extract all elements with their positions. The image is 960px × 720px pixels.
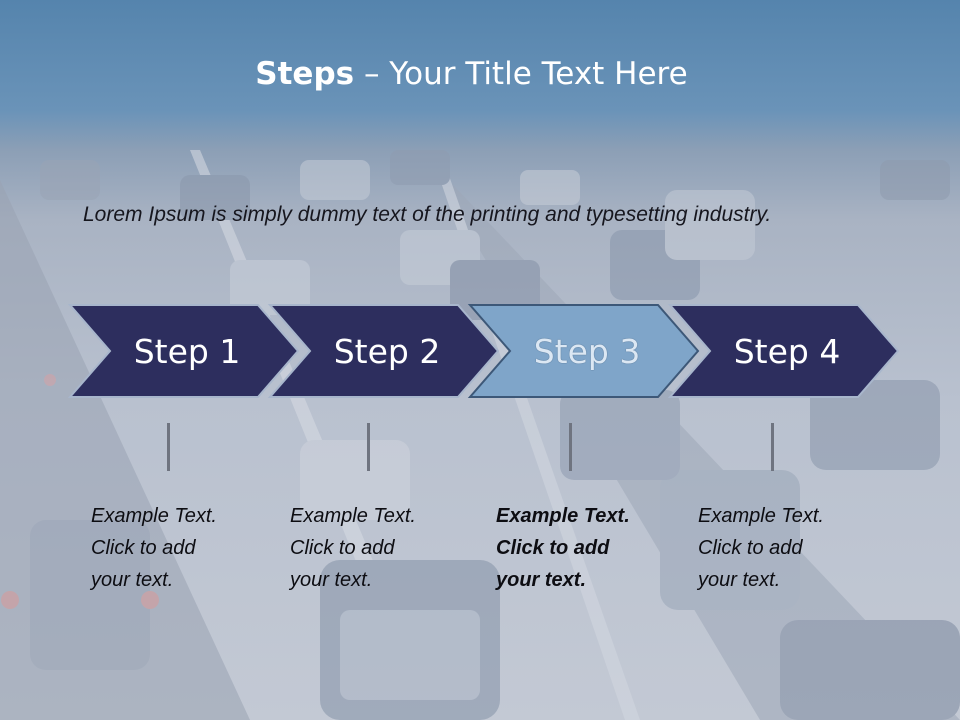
- step-4-description[interactable]: Example Text. Click to add your text.: [698, 500, 868, 596]
- step-2-line-1: Example Text.: [290, 505, 416, 527]
- step-3-line-2: Click to add: [496, 537, 610, 559]
- step-1-line-3: your text.: [91, 569, 174, 591]
- step-3-line-3: your text.: [496, 569, 587, 591]
- step-2-description[interactable]: Example Text. Click to add your text.: [290, 500, 460, 596]
- step-1-description[interactable]: Example Text. Click to add your text.: [91, 500, 261, 596]
- step-1-connector: [167, 423, 170, 471]
- step-3-line-1: Example Text.: [496, 505, 630, 527]
- slide-title-bold: Steps: [255, 56, 355, 92]
- slide-title-rest: – Your Title Text Here: [354, 56, 688, 92]
- step-3-connector: [569, 423, 572, 471]
- step-2-line-2: Click to add: [290, 537, 395, 559]
- step-3-label[interactable]: Step 3: [533, 332, 641, 371]
- step-4-line-3: your text.: [698, 569, 781, 591]
- step-1-chevron[interactable]: [67, 304, 300, 398]
- step-4-chevron[interactable]: [667, 304, 900, 398]
- step-2-label[interactable]: Step 2: [333, 332, 441, 371]
- step-4-label[interactable]: Step 4: [733, 332, 841, 371]
- step-2-line-3: your text.: [290, 569, 373, 591]
- step-3-description[interactable]: Example Text. Click to add your text.: [496, 500, 666, 596]
- step-2-connector: [367, 423, 370, 471]
- slide-title: Steps – Your Title Text Here: [0, 56, 943, 92]
- step-1-label[interactable]: Step 1: [133, 332, 241, 371]
- step-2-chevron[interactable]: [267, 304, 500, 398]
- step-1-line-2: Click to add: [91, 537, 196, 559]
- step-3-chevron[interactable]: [467, 304, 700, 398]
- step-1-line-1: Example Text.: [91, 505, 217, 527]
- step-4-connector: [771, 423, 774, 471]
- step-4-line-2: Click to add: [698, 537, 803, 559]
- step-4-line-1: Example Text.: [698, 505, 824, 527]
- intro-paragraph: Lorem Ipsum is simply dummy text of the …: [83, 203, 772, 226]
